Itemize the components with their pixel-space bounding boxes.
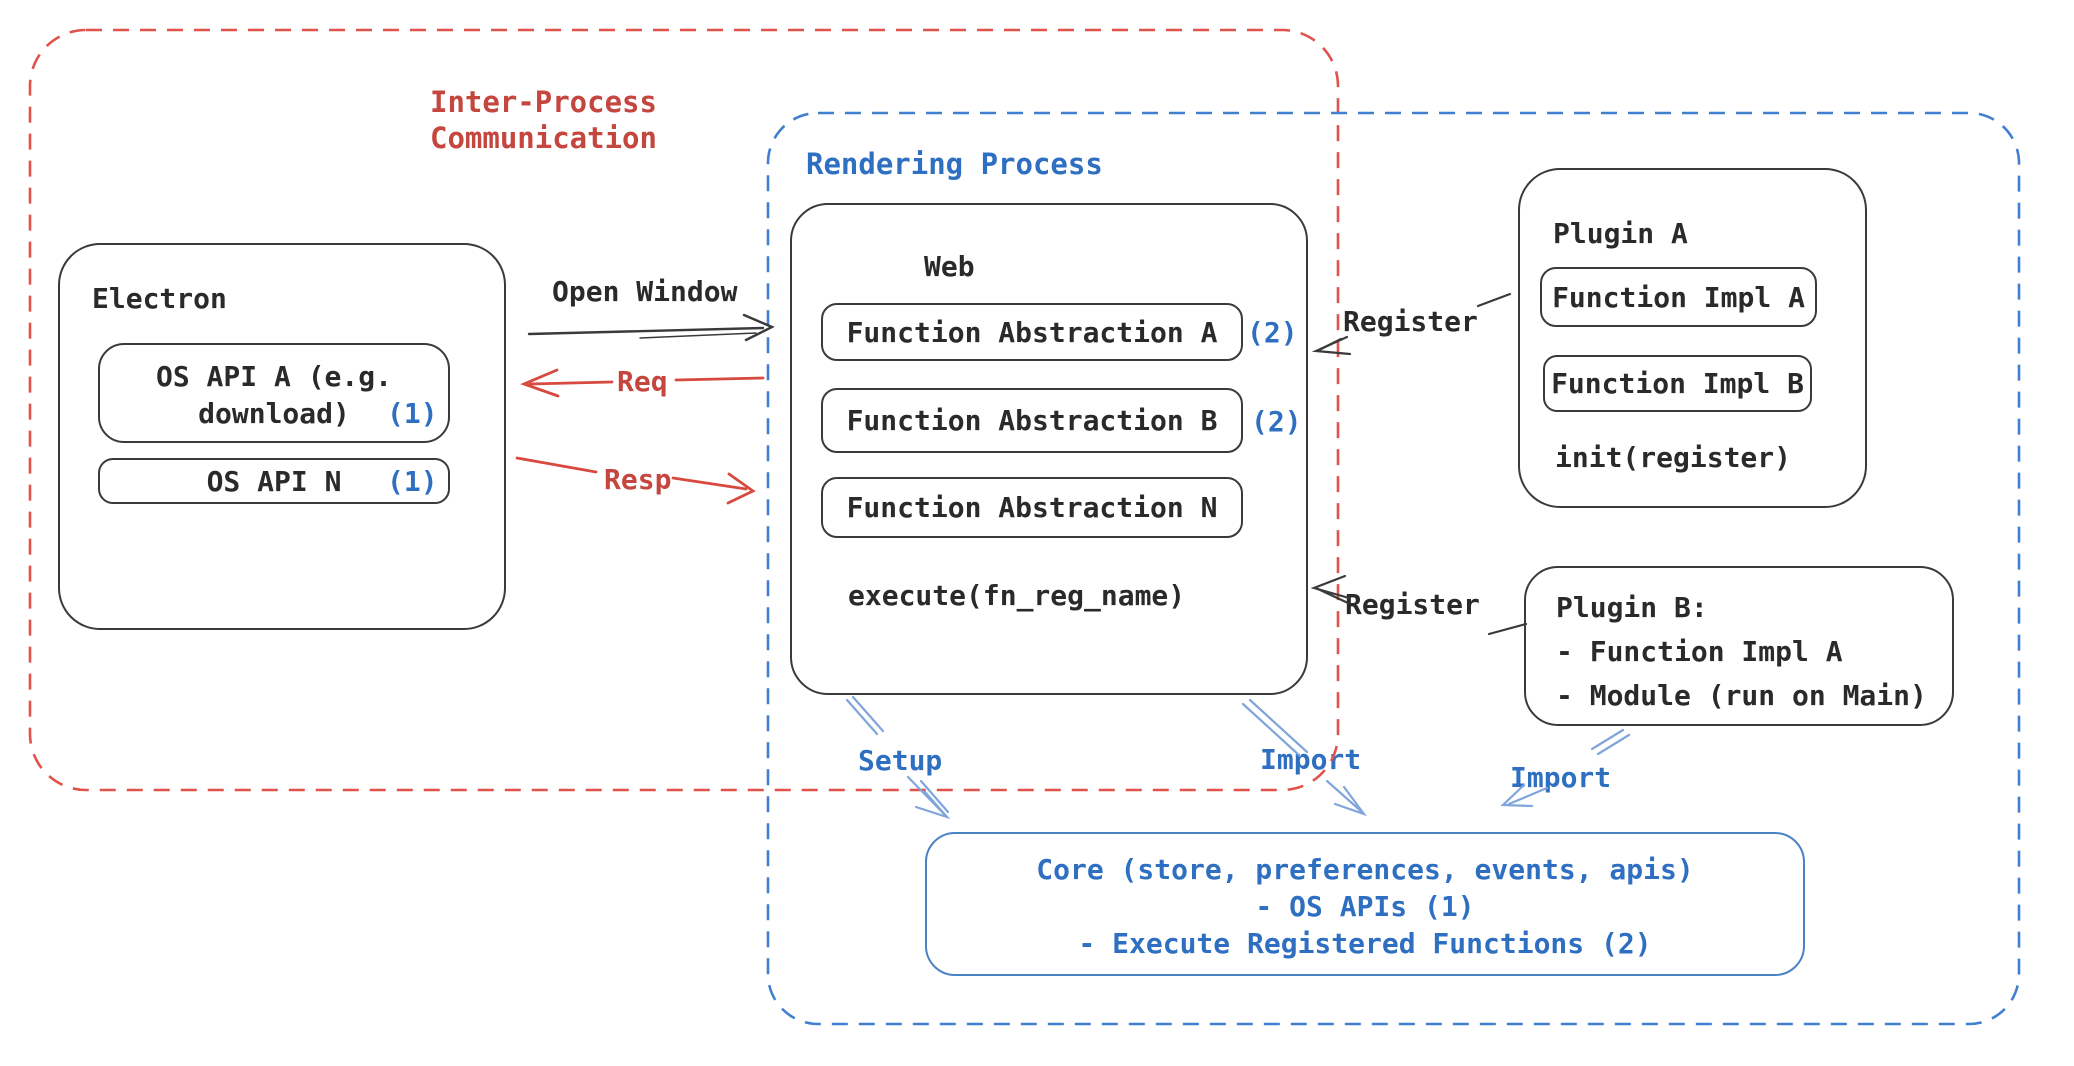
os-api-a-badge: (1) [387,397,438,430]
os-api-n-badge: (1) [387,464,438,498]
fa-b-badge: (2) [1251,405,1302,438]
setup-label: Setup [858,744,943,777]
rendering-region-label: Rendering Process [806,147,1103,181]
plugin-b-box: Plugin B: - Function Impl A - Module (ru… [1524,566,1954,726]
plugin-b-title: Plugin B: [1556,591,1708,624]
import-web-label: Import [1260,743,1362,776]
core-box: Core (store, preferences, events, apis) … [925,832,1805,976]
import-plugin-b-label: Import [1510,761,1612,794]
execute-label: execute(fn_reg_name) [848,579,1186,612]
os-api-a-line2: download) [198,397,350,430]
open-window-label: Open Window [552,275,738,308]
fa-a-badge: (2) [1247,316,1298,349]
os-api-a-label: OS API A (e.g. download) (1) [100,358,448,432]
open-window-arrow [527,313,775,342]
resp-label: Resp [604,463,672,496]
electron-box: Electron OS API A (e.g. download) (1) OS… [58,243,506,630]
web-title: Web [924,250,975,283]
plugin-b-item1: - Function Impl A [1556,635,1843,668]
os-api-a-line1: OS API A (e.g. [155,360,392,393]
os-api-n-label: OS API N [206,464,342,498]
core-line3: - Execute Registered Functions (2) [1078,927,1652,960]
core-line2: - OS APIs (1) [1255,890,1475,923]
plugin-a-title: Plugin A [1553,217,1688,250]
web-box: Web Function Abstraction A (2) Function … [790,203,1308,695]
function-impl-a-box: Function Impl A [1540,267,1817,327]
plugin-a-box: Plugin A Function Impl A Function Impl B… [1518,168,1867,508]
function-abstraction-a-box: Function Abstraction A [821,303,1243,361]
electron-title: Electron [92,282,227,315]
function-impl-b-box: Function Impl B [1543,355,1812,412]
plugin-b-item2: - Module (run on Main) [1556,679,1927,712]
function-abstraction-b-box: Function Abstraction B [821,388,1243,453]
core-line1: Core (store, preferences, events, apis) [1036,853,1694,886]
register-bottom-label: Register [1345,588,1480,621]
register-top-label: Register [1343,305,1478,338]
function-abstraction-n-box: Function Abstraction N [821,477,1243,538]
ipc-label-line1: Inter-Process [430,85,657,119]
req-label: Req [617,365,668,398]
plugin-a-init-label: init(register) [1555,441,1792,474]
os-api-n-box: OS API N (1) [98,458,450,504]
ipc-label-line2: Communication [430,121,657,155]
core-label: Core (store, preferences, events, apis) … [927,851,1803,962]
os-api-a-box: OS API A (e.g. download) (1) [98,343,450,443]
